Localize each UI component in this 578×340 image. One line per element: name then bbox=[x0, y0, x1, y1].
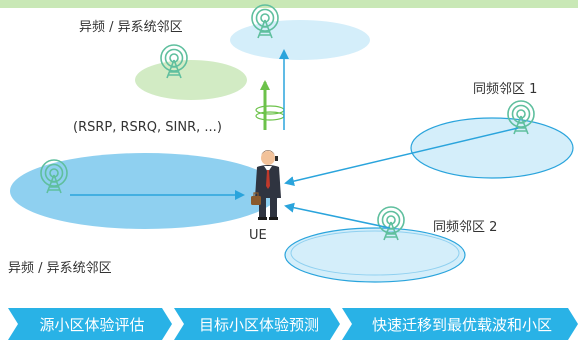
ue-signal-rings-icon bbox=[255, 105, 285, 121]
label-right-bottom-cell: 同频邻区 2 bbox=[433, 220, 498, 235]
cell-right-top bbox=[410, 117, 574, 179]
step-arrow-3 bbox=[342, 308, 578, 340]
cell-serving bbox=[10, 153, 280, 229]
arrow-right-bottom-to-ue bbox=[284, 202, 391, 229]
label-ue: UE bbox=[249, 228, 267, 243]
cell-right-bottom-inner bbox=[290, 230, 460, 276]
step-label-2: 目标小区体验预测 bbox=[198, 315, 319, 334]
cell-top-blue bbox=[230, 20, 370, 60]
ue-person-icon bbox=[251, 150, 281, 220]
step-label-3: 快速迁移到最优载波和小区 bbox=[371, 315, 552, 334]
step-arrows-svg bbox=[8, 308, 578, 340]
arrow-right-top-to-ue bbox=[284, 127, 519, 187]
label-bottom-left-cell: 异频 / 异系统邻区 bbox=[8, 261, 112, 276]
top-band bbox=[0, 0, 578, 8]
step-label-1: 源小区体验评估 bbox=[39, 315, 145, 334]
step-arrow-1 bbox=[8, 308, 172, 340]
cell-top-green bbox=[135, 60, 247, 100]
cell-right-bottom bbox=[284, 227, 466, 283]
label-right-top-cell: 同频邻区 1 bbox=[473, 82, 538, 97]
label-measurements: (RSRP, RSRQ, SINR, ...) bbox=[73, 120, 222, 135]
step-arrow-2 bbox=[174, 308, 340, 340]
label-top-left-cell: 异频 / 异系统邻区 bbox=[79, 20, 183, 35]
